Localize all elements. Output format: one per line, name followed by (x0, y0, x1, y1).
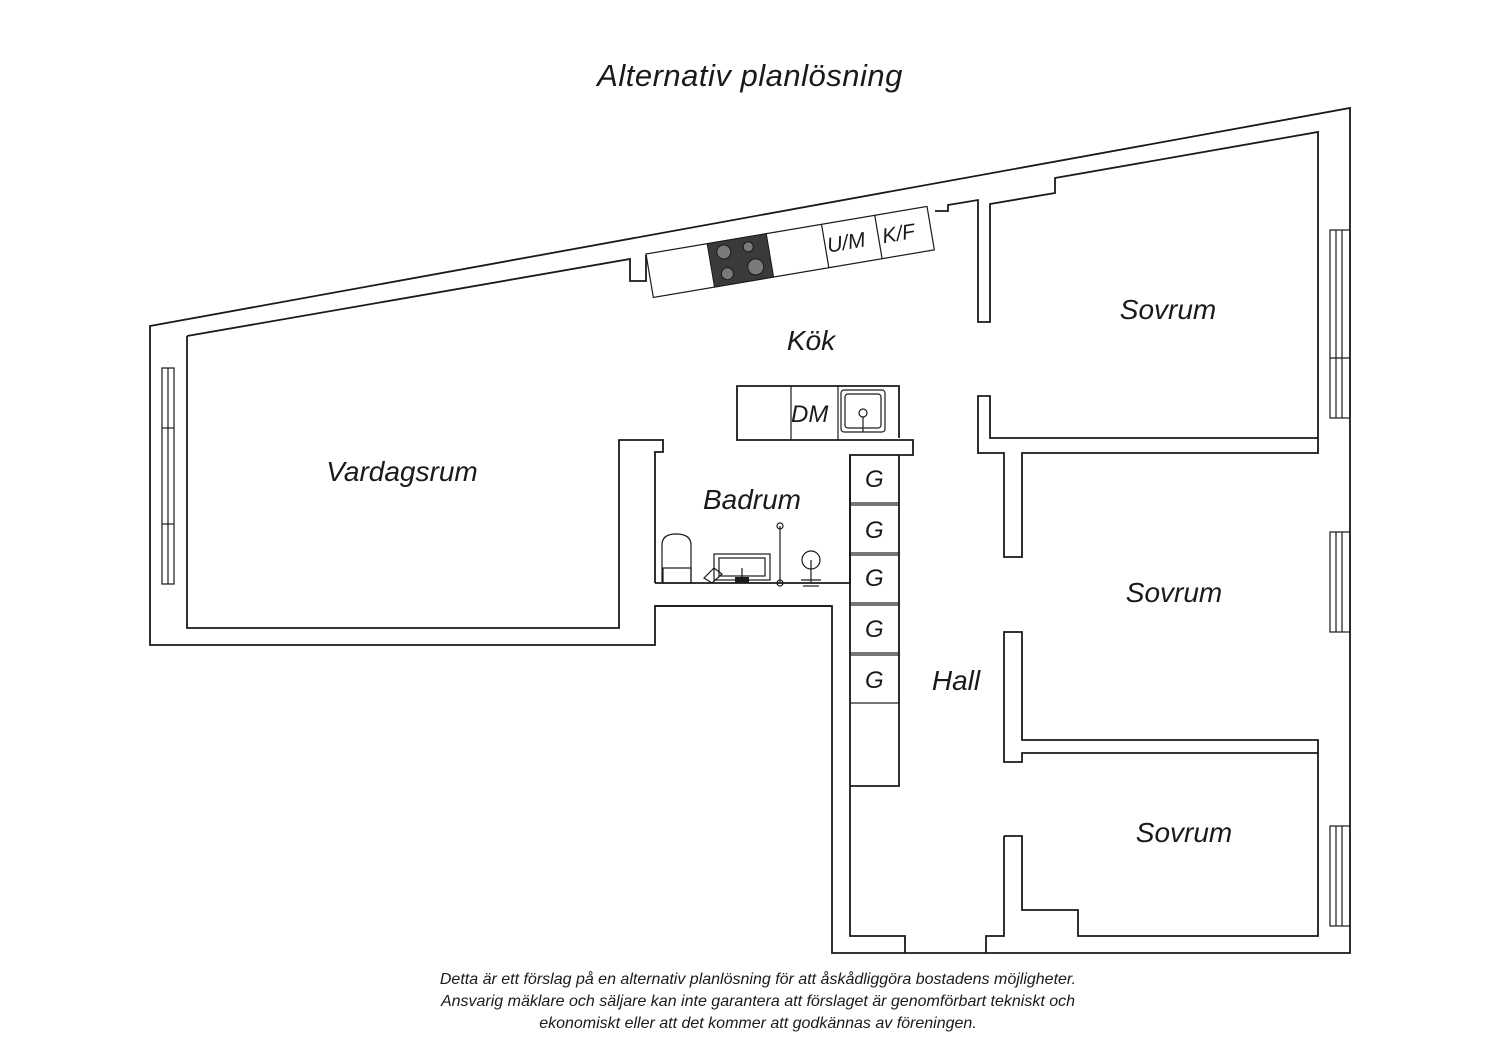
bedroom2-walls (1003, 631, 1319, 763)
shower-icon (776, 522, 784, 587)
bedroom3-walls (1004, 753, 1319, 937)
stove-burner (720, 267, 734, 281)
wardrobes: G G G G G (849, 454, 900, 704)
disclaimer-line: ekonomiskt eller att det kommer att godk… (539, 1015, 977, 1032)
dm-label: DM (791, 401, 828, 428)
stove-burner (742, 241, 754, 253)
inner-wall-kitchen-top (935, 130, 1319, 438)
wardrobe-label: G (865, 565, 884, 592)
room-label-sovrum-2: Sovrum (1126, 577, 1222, 608)
room-label-badrum: Badrum (703, 484, 801, 515)
wardrobe-label: G (865, 616, 884, 643)
room-label-vardagsrum: Vardagsrum (326, 456, 477, 487)
disclaimer: Detta är ett förslag på en alternativ pl… (300, 969, 1216, 1035)
inner-wall-living-kitchen (186, 255, 647, 337)
window-right-3 (1329, 825, 1351, 927)
inner-wall-living (186, 336, 664, 629)
toilet-icon (661, 533, 692, 584)
kitchen-counter-top: U/M K/F (645, 205, 936, 299)
bedroom1-bottom-wall (977, 395, 1319, 558)
stove-burner (747, 258, 765, 276)
room-label-sovrum-3: Sovrum (1136, 817, 1232, 848)
stove-burner (716, 244, 732, 260)
room-label-kok: Kök (787, 325, 837, 356)
window-left (161, 367, 175, 585)
disclaimer-line: Ansvarig mäklare och säljare kan inte ga… (440, 993, 1076, 1010)
plan-title: Alternativ planlösning (597, 58, 903, 93)
room-label-sovrum-1: Sovrum (1120, 294, 1216, 325)
bedroom3-door-wall (985, 836, 1005, 953)
kitchen-sink-counter: DM (790, 386, 886, 440)
shower-head-icon (801, 550, 821, 587)
washbasin-icon (703, 553, 771, 584)
wardrobe-label: G (865, 667, 884, 694)
wardrobe-label: G (865, 466, 884, 493)
room-label-hall: Hall (932, 665, 981, 696)
window-right-2 (1329, 531, 1351, 633)
disclaimer-line: Detta är ett förslag på en alternativ pl… (439, 971, 1077, 988)
kf-label: K/F (881, 220, 918, 248)
stove (706, 233, 775, 288)
um-label: U/M (825, 228, 867, 257)
wardrobe-label: G (865, 517, 884, 544)
window-right-1 (1329, 229, 1351, 419)
